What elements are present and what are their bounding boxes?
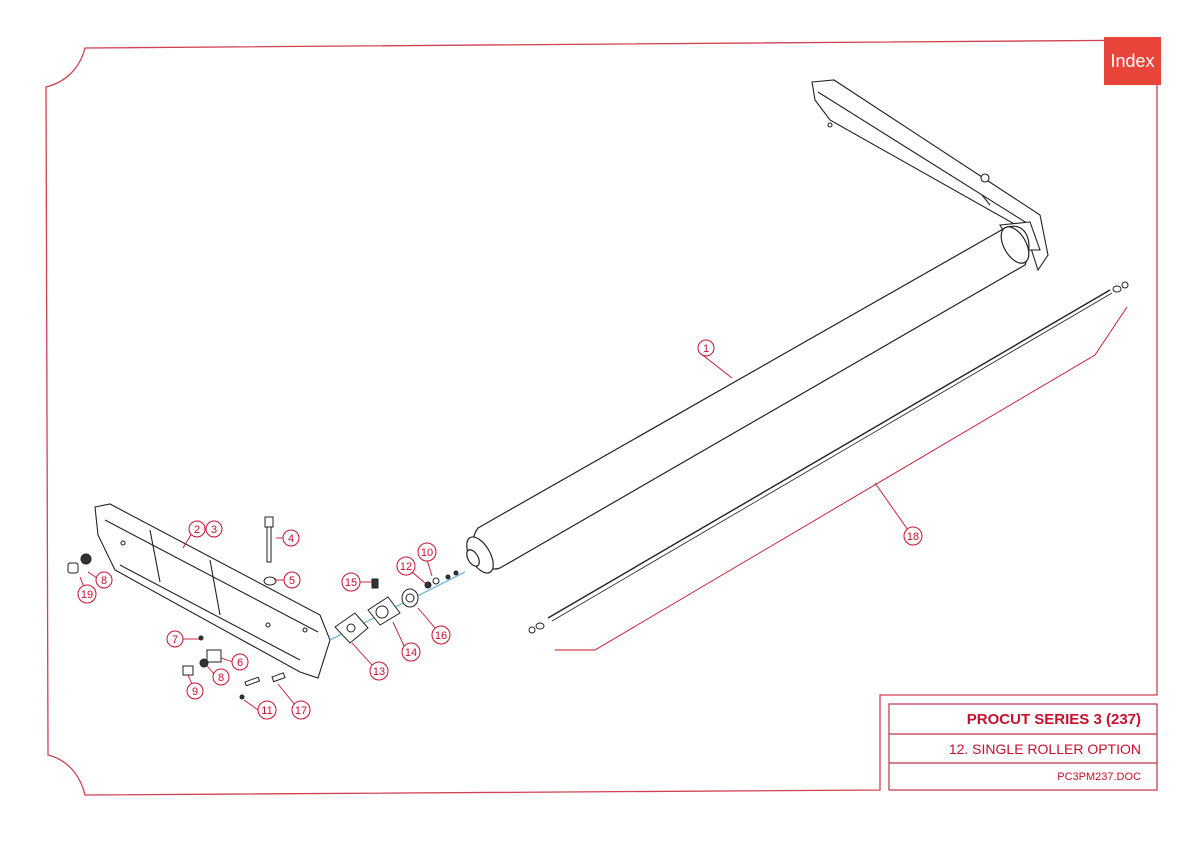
title-block-frame [888, 703, 1158, 791]
index-button[interactable]: Index [1104, 37, 1161, 85]
callout-17: 17 [291, 700, 311, 720]
svg-text:19: 19 [81, 589, 93, 601]
washer-5 [263, 576, 277, 586]
callout-18: 18 [903, 526, 923, 546]
roller-1 [466, 225, 1030, 574]
drawing-frame [45, 39, 1158, 796]
small-parts [67, 553, 286, 700]
callout-4: 4 [282, 529, 300, 547]
svg-text:12: 12 [400, 561, 412, 573]
svg-text:13: 13 [373, 666, 385, 678]
callout-16: 16 [431, 625, 451, 645]
callout-5: 5 [283, 571, 301, 589]
callout-3: 3 [205, 520, 223, 538]
svg-text:8: 8 [101, 575, 107, 587]
svg-text:6: 6 [237, 657, 243, 669]
svg-text:9: 9 [192, 686, 198, 698]
svg-text:1: 1 [703, 343, 709, 355]
callout-14: 14 [401, 642, 421, 662]
callouts: 1 2 3 4 5 8 19 7 6 8 9 11 17 15 13 14 16… [77, 339, 923, 720]
callout-2: 2 [188, 520, 206, 538]
svg-text:15: 15 [345, 577, 357, 589]
callout-1: 1 [697, 339, 715, 357]
svg-text:11: 11 [261, 705, 272, 717]
side-frame-right [811, 79, 1049, 272]
svg-text:2: 2 [194, 524, 200, 536]
svg-text:14: 14 [405, 647, 417, 659]
callout-8a: 8 [95, 571, 113, 589]
section-title: 12. SINGLE ROLLER OPTION [948, 740, 1141, 757]
svg-text:3: 3 [211, 524, 217, 536]
bearing-assembly [329, 570, 466, 644]
svg-text:7: 7 [172, 634, 178, 646]
callout-19: 19 [77, 584, 97, 604]
callout-10: 10 [417, 542, 437, 562]
title-block: PROCUT SERIES 3 (237) 12. SINGLE ROLLER … [889, 704, 1157, 790]
leader-lines [79, 306, 1128, 711]
series-title: PROCUT SERIES 3 (237) [966, 710, 1141, 728]
callout-6: 6 [231, 653, 249, 671]
svg-text:8: 8 [218, 672, 224, 684]
bolt-4 [264, 516, 274, 563]
callout-12: 12 [396, 556, 416, 576]
svg-text:4: 4 [288, 533, 294, 545]
svg-text:18: 18 [907, 531, 919, 543]
svg-text:17: 17 [295, 705, 307, 717]
document-id: PC3PM237.DOC [1057, 770, 1141, 783]
callout-11: 11 [257, 700, 277, 720]
svg-text:16: 16 [435, 630, 447, 642]
callout-13: 13 [369, 661, 389, 681]
callout-15: 15 [341, 572, 361, 592]
tie-rod-18 [528, 281, 1129, 634]
callout-8b: 8 [212, 668, 230, 686]
callout-7: 7 [166, 630, 184, 648]
svg-text:5: 5 [289, 575, 295, 587]
side-frame-left [94, 503, 331, 679]
callout-9: 9 [186, 682, 204, 700]
svg-text:10: 10 [421, 547, 433, 559]
